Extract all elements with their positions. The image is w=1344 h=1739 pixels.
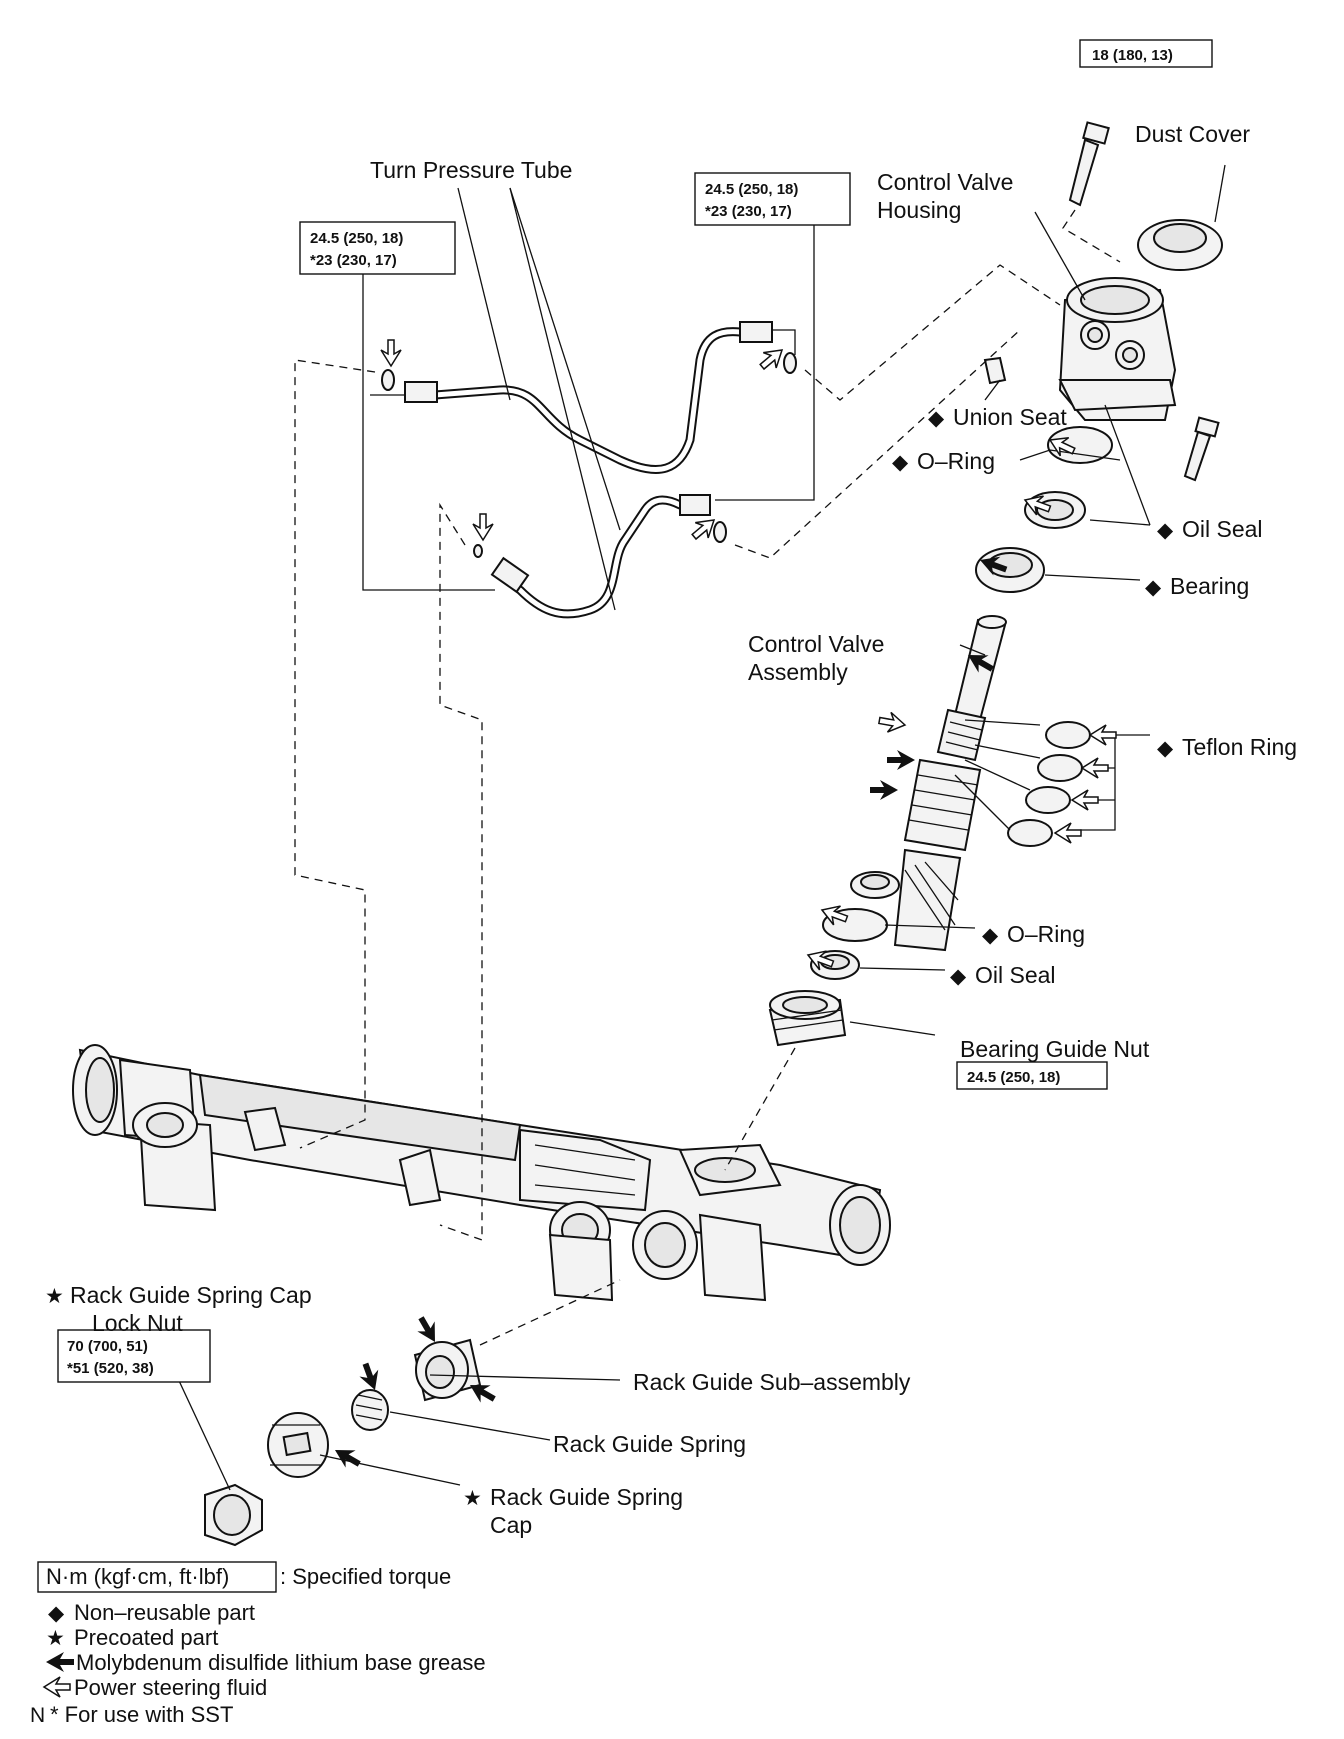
label-spring-cap-1: Rack Guide Spring (490, 1484, 683, 1510)
legend-fluid-arrow-icon (43, 1676, 71, 1698)
torque-tube-right-2: *23 (230, 17) (705, 203, 792, 220)
dashed-line-tube-lower-left (439, 502, 483, 1241)
dashed-line-tube-right-upper (804, 264, 1061, 401)
turn-pressure-tube-upper (404, 321, 773, 474)
housing-bolt-top (1068, 121, 1110, 207)
legend-grease: Molybdenum disulfide lithium base grease (76, 1650, 486, 1675)
dashed-line-rack-guide (479, 1279, 621, 1346)
torque-tube-left-1: 24.5 (250, 18) (310, 230, 403, 247)
torque-lock-nut-2: *51 (520, 38) (67, 1360, 154, 1377)
control-valve-assembly (893, 615, 1007, 952)
marker-lock-nut: ★ (45, 1285, 64, 1308)
rack-housing (72, 1044, 891, 1302)
rack-guide-spring (351, 1389, 389, 1431)
dashed-line-housing-bolt (1062, 209, 1121, 263)
legend: N·m (kgf·cm, ft·lbf) : Specified torque … (30, 1561, 486, 1727)
torque-bearing-guide-nut: 24.5 (250, 18) (967, 1069, 1060, 1086)
legend-grease-arrow-icon (46, 1652, 74, 1672)
label-oil-seal-lower: Oil Seal (975, 962, 1056, 988)
control-valve-housing (1058, 277, 1177, 421)
torque-box-bearing-guide-nut: 24.5 (250, 18) (956, 1061, 1108, 1090)
label-control-valve-housing-2: Housing (877, 197, 961, 223)
label-union-seat: Union Seat (953, 404, 1067, 430)
label-lock-nut-1: Rack Guide Spring Cap (70, 1282, 312, 1308)
label-turn-pressure-tube: Turn Pressure Tube (370, 157, 572, 183)
union-seat (983, 356, 1007, 385)
torque-box-lock-nut: 70 (700, 51) *51 (520, 38) (57, 1329, 211, 1383)
label-control-valve-assembly-2: Assembly (748, 659, 848, 685)
turn-pressure-tube-lower (490, 494, 711, 619)
legend-marker-non-reusable: ◆ (48, 1602, 65, 1625)
torque-tube-left-2: *23 (230, 17) (310, 252, 397, 269)
torque-lock-nut-1: 70 (700, 51) (67, 1338, 148, 1355)
label-o-ring-upper: O–Ring (917, 448, 995, 474)
dashed-line-bearing-nut (724, 1047, 796, 1171)
dashed-line-tube-left (294, 359, 376, 1149)
label-lock-nut-2: Lock Nut (92, 1310, 183, 1336)
marker-union-seat: ◆ (928, 407, 945, 430)
legend-precoated: Precoated part (74, 1625, 218, 1650)
label-oil-seal-upper: Oil Seal (1182, 516, 1263, 542)
marker-o-ring-lower: ◆ (982, 924, 999, 947)
marker-oil-seal-lower: ◆ (950, 965, 967, 988)
rack-guide-sub-assembly (413, 1338, 482, 1402)
marker-oil-seal-upper: ◆ (1157, 519, 1174, 542)
housing-bolt-side (1183, 416, 1220, 482)
leader-lines (159, 164, 1226, 1491)
o-ring-upper (1047, 426, 1113, 464)
torque-tube-right-1: 24.5 (250, 18) (705, 181, 798, 198)
label-dust-cover: Dust Cover (1135, 121, 1250, 147)
label-bearing: Bearing (1170, 573, 1249, 599)
label-control-valve-housing-1: Control Valve (877, 169, 1013, 195)
legend-sst: * For use with SST (50, 1702, 233, 1727)
o-ring-tube-right (783, 352, 797, 374)
grease-arrows (330, 550, 1010, 1473)
bearing (975, 547, 1045, 593)
small-ring (850, 871, 900, 899)
legend-marker-precoated: ★ (46, 1627, 65, 1650)
label-rack-guide-sub-assembly: Rack Guide Sub–assembly (633, 1369, 911, 1395)
rack-guide-spring-cap-lock-nut (204, 1483, 263, 1547)
o-ring-tube-lower-right (713, 521, 727, 543)
torque-box-tube-right: 24.5 (250, 18) *23 (230, 17) (694, 172, 851, 226)
legend-unit-desc: : Specified torque (280, 1564, 451, 1589)
dust-cover (1137, 219, 1223, 271)
label-rack-guide-spring: Rack Guide Spring (553, 1431, 746, 1457)
label-bearing-guide-nut: Bearing Guide Nut (960, 1036, 1150, 1062)
o-ring-tube-left (381, 369, 395, 391)
torque-bracket-lines (362, 225, 815, 591)
marker-o-ring-upper: ◆ (892, 451, 909, 474)
marker-teflon-ring: ◆ (1157, 737, 1174, 760)
marker-bearing: ◆ (1145, 576, 1162, 599)
label-control-valve-assembly-1: Control Valve (748, 631, 884, 657)
legend-non-reusable: Non–reusable part (74, 1600, 255, 1625)
bearing-guide-nut (768, 990, 847, 1047)
torque-housing-bolt: 18 (180, 13) (1092, 47, 1173, 64)
label-teflon-ring: Teflon Ring (1182, 734, 1297, 760)
rack-guide-spring-cap (267, 1412, 329, 1478)
label-o-ring-lower: O–Ring (1007, 921, 1085, 947)
o-ring-tube-lower-left (473, 544, 483, 558)
torque-box-tube-left: 24.5 (250, 18) *23 (230, 17) (299, 221, 456, 275)
legend-sst-prefix: N (30, 1704, 45, 1727)
oil-seal-upper (1024, 491, 1086, 529)
teflon-rings (1007, 721, 1091, 847)
legend-unit-box: N·m (kgf·cm, ft·lbf) (46, 1564, 229, 1589)
legend-fluid: Power steering fluid (74, 1675, 267, 1700)
label-spring-cap-2: Cap (490, 1512, 532, 1538)
torque-box-housing-bolt: 18 (180, 13) (1079, 39, 1213, 68)
marker-spring-cap: ★ (463, 1487, 482, 1510)
